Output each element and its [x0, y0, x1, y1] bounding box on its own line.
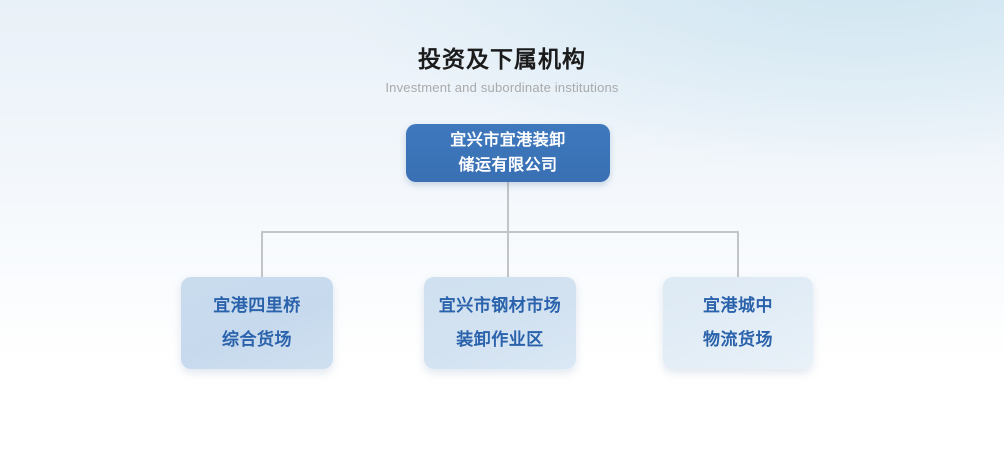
org-node-child-1-line-2: 综合货场: [222, 330, 292, 349]
org-node-child-3-line-1: 宜港城中: [703, 296, 773, 315]
org-node-root-line-2: 储运有限公司: [458, 157, 558, 174]
org-node-root[interactable]: 宜兴市宜港装卸 储运有限公司: [406, 124, 610, 182]
org-node-child-3-line-2: 物流货场: [703, 330, 773, 349]
org-node-child-2[interactable]: 宜兴市钢材市场 装卸作业区: [424, 277, 576, 369]
org-node-child-1-line-1: 宜港四里桥: [213, 296, 301, 315]
org-node-child-2-line-2: 装卸作业区: [456, 330, 544, 349]
org-node-child-3[interactable]: 宜港城中 物流货场: [663, 277, 813, 369]
org-node-child-1[interactable]: 宜港四里桥 综合货场: [181, 277, 333, 369]
page-heading: 投资及下属机构 Investment and subordinate insti…: [0, 44, 1004, 96]
org-node-root-line-1: 宜兴市宜港装卸: [450, 132, 566, 149]
page-title: 投资及下属机构: [418, 46, 586, 72]
page-subtitle: Investment and subordinate institutions: [385, 80, 619, 95]
org-node-child-2-line-1: 宜兴市钢材市场: [438, 296, 562, 315]
